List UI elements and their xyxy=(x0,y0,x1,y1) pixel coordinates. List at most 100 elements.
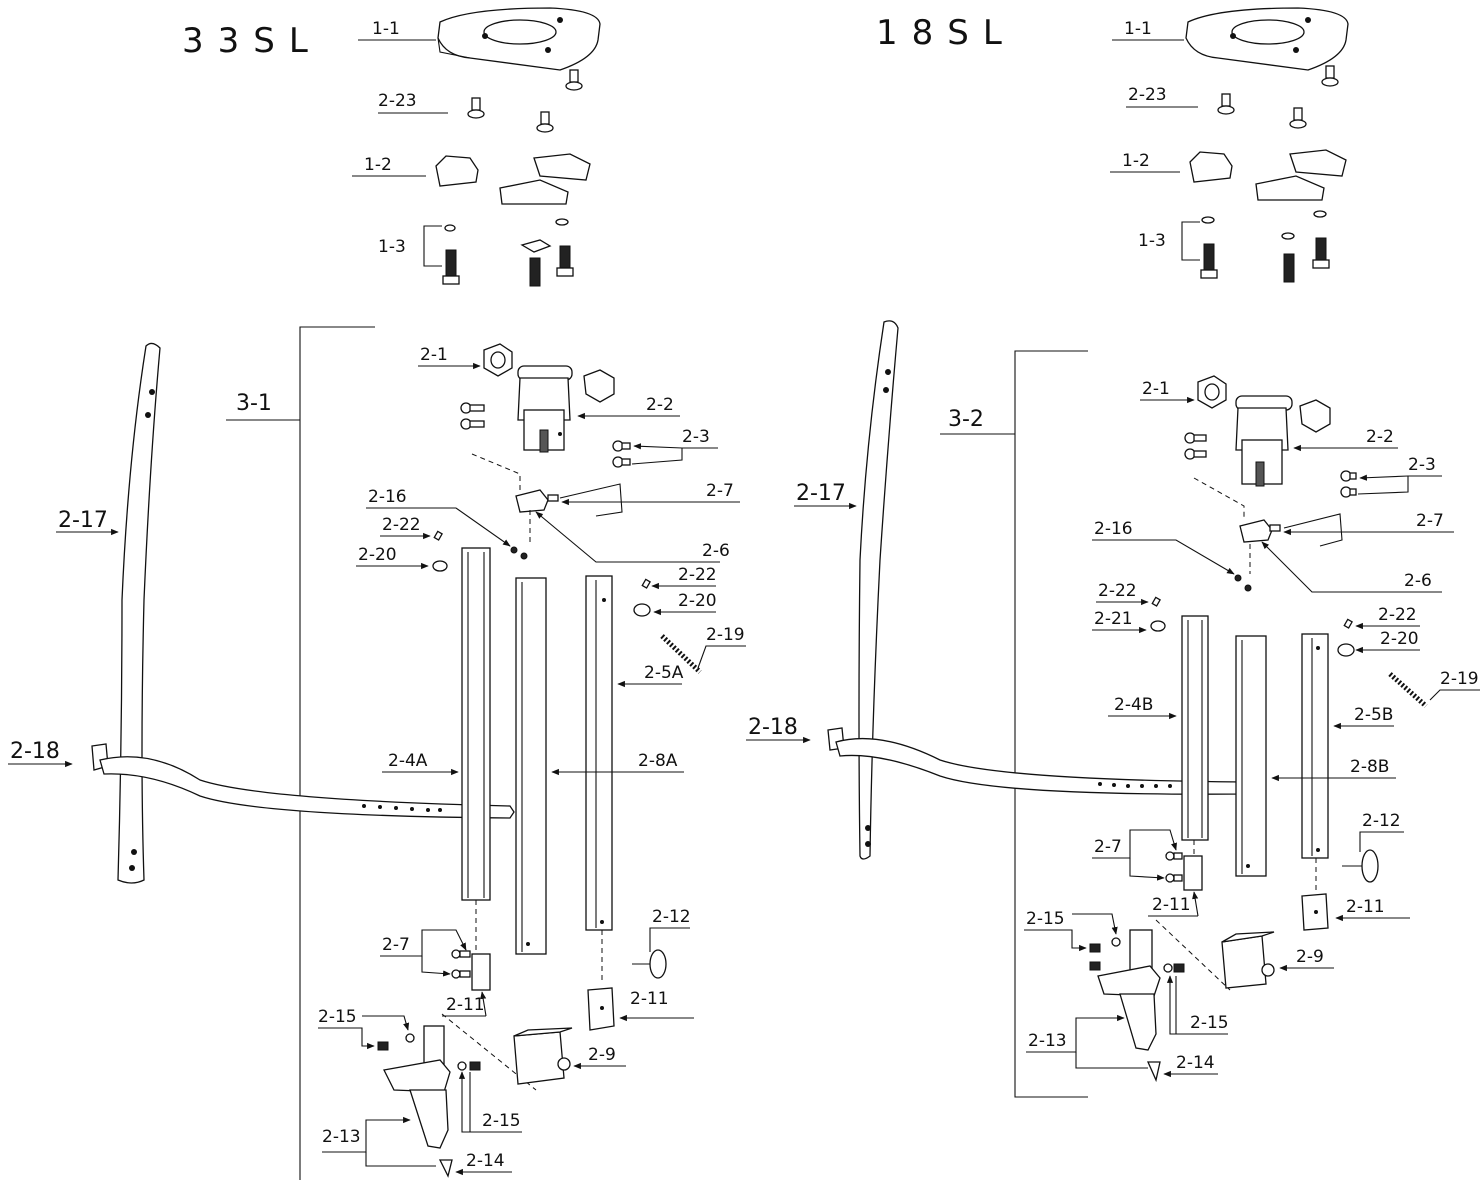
label-2-2-right: 2-2 xyxy=(1366,427,1394,447)
label-2-13-right: 2-13 xyxy=(1028,1031,1067,1051)
label-2-11-right-b: 2-11 xyxy=(1346,897,1385,917)
label-2-18-left: 2-18 xyxy=(10,739,60,764)
label-2-4B: 2-4B xyxy=(1114,695,1153,715)
model-title-18sl: 18SL xyxy=(876,13,1016,53)
label-2-22-left-b: 2-22 xyxy=(678,565,717,585)
washer-2-15-right xyxy=(1111,937,1121,947)
waist-strap-2-18-right xyxy=(827,727,1253,795)
label-2-19-left: 2-19 xyxy=(706,625,745,645)
label-2-15-right-b: 2-15 xyxy=(1190,1013,1229,1033)
leg-2-5A xyxy=(585,575,613,931)
label-2-21-right: 2-21 xyxy=(1094,609,1133,629)
clip-2-11-left-a xyxy=(471,953,491,991)
label-2-17-right: 2-17 xyxy=(796,481,846,506)
label-2-15-left-a: 2-15 xyxy=(318,1007,357,1027)
lower-screws-2-7 xyxy=(451,949,471,979)
label-1-1-right: 1-1 xyxy=(1124,19,1152,39)
label-2-23: 2-23 xyxy=(378,91,417,111)
tip-2-14-right xyxy=(1146,1061,1161,1083)
foot-box-2-9 xyxy=(513,1027,573,1085)
hinge-screws-right xyxy=(1184,432,1357,498)
label-2-7-left-bottom: 2-7 xyxy=(382,935,410,955)
lower-screws-2-7-right xyxy=(1165,851,1183,883)
label-2-22-right-b: 2-22 xyxy=(1378,605,1417,625)
screw-2-23 xyxy=(467,69,583,133)
label-2-11-left-a: 2-11 xyxy=(446,995,485,1015)
label-2-12-right: 2-12 xyxy=(1362,811,1401,831)
step-2-13 xyxy=(383,1025,451,1149)
label-2-11-left-b: 2-11 xyxy=(630,989,669,1009)
label-2-22-right-a: 2-22 xyxy=(1098,581,1137,601)
step-2-13-right xyxy=(1097,929,1161,1051)
label-2-7-right-top: 2-7 xyxy=(1416,511,1444,531)
label-2-3-right: 2-3 xyxy=(1408,455,1436,475)
washer-2-15 xyxy=(405,1033,415,1043)
cable-2-19-right xyxy=(1388,672,1428,708)
leg-2-5B xyxy=(1301,633,1329,859)
label-2-20-left-b: 2-20 xyxy=(678,591,717,611)
label-2-6-right: 2-6 xyxy=(1404,571,1432,591)
bolts-1-3 xyxy=(442,218,574,287)
label-2-11-right-a: 2-11 xyxy=(1152,895,1191,915)
label-2-23-right: 2-23 xyxy=(1128,85,1167,105)
hex-nuts-2-1 xyxy=(483,343,615,403)
label-2-5A: 2-5A xyxy=(644,663,684,683)
foot-box-2-9-right xyxy=(1221,931,1275,989)
label-2-22-left-a: 2-22 xyxy=(382,515,421,535)
waist-strap-2-18 xyxy=(91,743,515,819)
label-2-3-left: 2-3 xyxy=(682,427,710,447)
label-2-20-right: 2-20 xyxy=(1380,629,1419,649)
hinge-2-2 xyxy=(517,365,573,453)
label-2-6-left: 2-6 xyxy=(702,541,730,561)
screw-2-23-right xyxy=(1217,65,1339,129)
label-2-8B: 2-8B xyxy=(1350,757,1389,777)
label-2-2-left: 2-2 xyxy=(646,395,674,415)
label-2-17-left: 2-17 xyxy=(58,508,108,533)
thumb-screw-2-12 xyxy=(632,949,667,979)
bolts-1-3-right xyxy=(1200,210,1330,283)
label-2-12-left: 2-12 xyxy=(652,907,691,927)
leg-2-4A xyxy=(461,547,491,901)
hex-nuts-2-1-right xyxy=(1197,375,1331,433)
label-2-8A: 2-8A xyxy=(638,751,678,771)
label-2-14-right: 2-14 xyxy=(1176,1053,1215,1073)
model-33sl-assembly: 33SL 1-1 2-23 1-2 xyxy=(8,7,746,1180)
leg-2-8B xyxy=(1235,635,1267,877)
clip-2-11-right-a xyxy=(1183,855,1203,891)
shoulder-strap-2-17-right xyxy=(858,320,899,860)
leg-2-4B xyxy=(1181,615,1209,841)
top-plate-part xyxy=(437,7,601,71)
label-1-2: 1-2 xyxy=(364,155,392,175)
lock-knob-2-7-right xyxy=(1239,519,1281,543)
label-1-2-right: 1-2 xyxy=(1122,151,1150,171)
leg-2-8A xyxy=(515,577,547,955)
top-plate-part-right xyxy=(1185,7,1349,71)
clamp-blocks-1-2-right xyxy=(1189,149,1347,201)
label-2-9-right: 2-9 xyxy=(1296,947,1324,967)
label-1-3-right: 1-3 xyxy=(1138,231,1166,251)
label-1-1: 1-1 xyxy=(372,19,400,39)
label-3-1: 3-1 xyxy=(236,391,272,416)
label-2-15-right-a: 2-15 xyxy=(1026,909,1065,929)
hinge-screws xyxy=(460,402,631,468)
shoulder-strap-2-17 xyxy=(117,342,161,884)
tip-2-14 xyxy=(438,1159,453,1178)
label-2-16-right: 2-16 xyxy=(1094,519,1133,539)
label-2-19-right: 2-19 xyxy=(1440,669,1479,689)
label-2-18-right: 2-18 xyxy=(748,715,798,740)
label-2-13-left: 2-13 xyxy=(322,1127,361,1147)
label-2-5B: 2-5B xyxy=(1354,705,1393,725)
label-2-7-right-bottom: 2-7 xyxy=(1094,837,1122,857)
label-2-1-right: 2-1 xyxy=(1142,379,1170,399)
thumb-screw-2-12-right xyxy=(1342,849,1379,883)
label-2-1-left: 2-1 xyxy=(420,345,448,365)
label-2-7-left-top: 2-7 xyxy=(706,481,734,501)
label-2-9-left: 2-9 xyxy=(588,1045,616,1065)
pin-2-16-right xyxy=(1234,574,1252,592)
label-2-4A: 2-4A xyxy=(388,751,428,771)
pin-2-16 xyxy=(510,546,528,560)
label-2-15-left-b: 2-15 xyxy=(482,1111,521,1131)
label-3-2: 3-2 xyxy=(948,407,984,432)
label-1-3: 1-3 xyxy=(378,237,406,257)
